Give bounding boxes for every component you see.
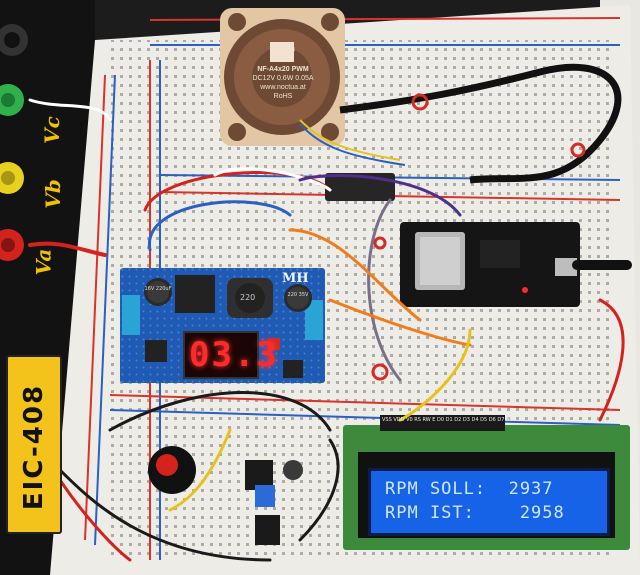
voltage-display: 03.3 (183, 331, 277, 379)
rail-label-vb: Vb (40, 179, 65, 209)
esp32-board (400, 222, 632, 307)
small-components (245, 460, 303, 545)
fan (220, 8, 345, 146)
fan-spec: DC12V 0.6W 0.05A (252, 75, 314, 82)
rail-label-vc: Vc (39, 116, 64, 144)
fan-rohs: RoHS (273, 93, 293, 100)
lcd-pin-labels: VSS VDD V0 RS RW E D0 D1 D2 D3 D4 D5 D6 … (382, 417, 515, 423)
fan-brand: noctua (270, 44, 296, 53)
buck-brand: MH (282, 271, 309, 286)
fan-model: NF-A4x20 PWM (257, 66, 309, 73)
fan-cable (339, 63, 622, 184)
potentiometer (148, 446, 196, 494)
lcd-screen: RPM SOLL: 2937 RPM IST: 2958 (368, 468, 610, 536)
lcd-line-1: RPM SOLL: 2937 (385, 479, 554, 499)
voltage-readout: 03.3 (189, 335, 279, 375)
panel-label: EIC-408 (6, 355, 62, 534)
banana-jacks (0, 24, 28, 261)
cap-right-label: 220 35V (287, 292, 309, 298)
buck-converter (120, 268, 325, 383)
cap-left-label: 16V 220uF (144, 286, 172, 292)
lcd-line-2: RPM IST: 2958 (385, 503, 565, 523)
rail-label-va: Va (31, 248, 56, 276)
fan-site: www.noctua.at (260, 84, 306, 91)
coil-label: 220 (240, 293, 256, 302)
jumper-wires (28, 98, 625, 562)
fan-connector (325, 173, 395, 201)
panel-label-text: EIC-408 (19, 383, 49, 511)
